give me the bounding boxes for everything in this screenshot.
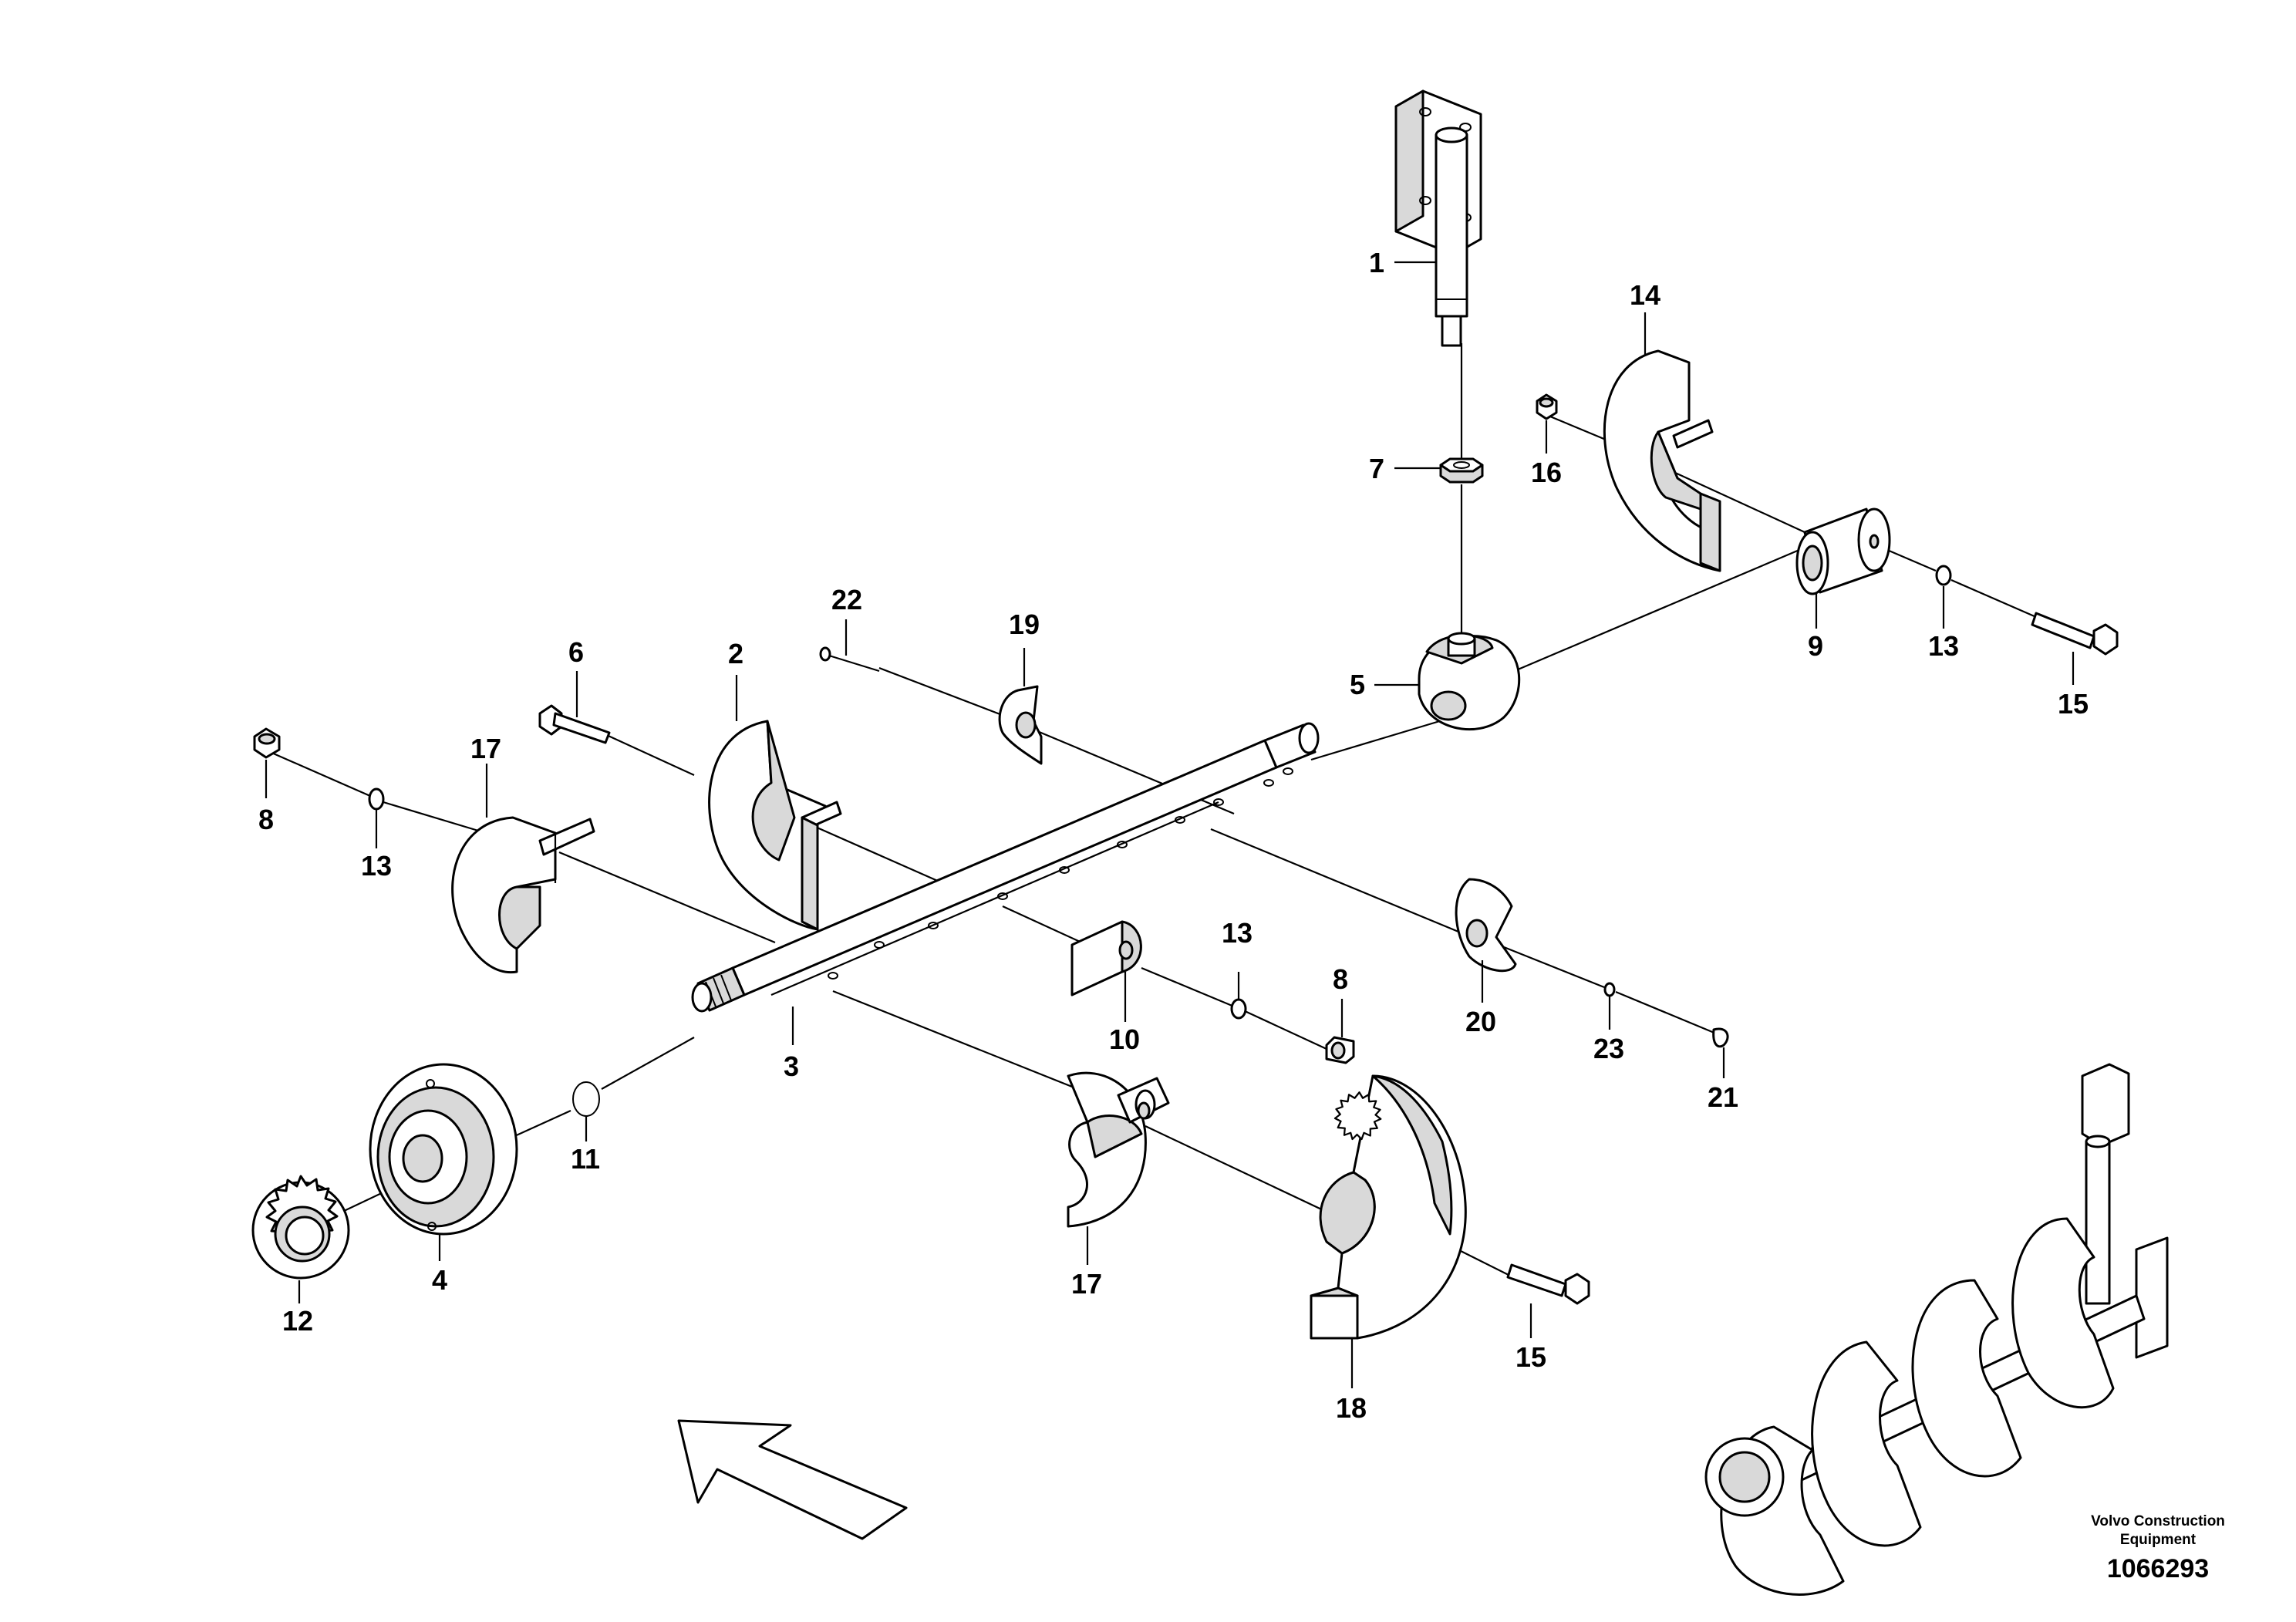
part-1-plate-tube [1394, 89, 1482, 347]
part-14-flight-segment [1603, 349, 1721, 572]
callout-4: 4 [432, 1264, 447, 1296]
callout-13-left: 13 [361, 850, 392, 882]
part-3-main-shaft [691, 722, 1320, 1013]
callout-leaders [265, 261, 2075, 1388]
part-15-bolt-upper [2031, 612, 2119, 656]
callout-numbers: 1 7 5 14 16 9 13 15 19 22 2 6 17 8 13 3 … [258, 247, 2089, 1424]
callout-14: 14 [1630, 279, 1660, 311]
part-18-large-flight-segment [1310, 1074, 1467, 1340]
callout-23: 23 [1593, 1033, 1624, 1064]
callout-13-right: 13 [1928, 630, 1959, 662]
part-9-spacer-sleeve [1795, 508, 1891, 595]
part-16-nut [1536, 393, 1558, 420]
callout-11: 11 [571, 1143, 600, 1175]
callout-9: 9 [1808, 630, 1823, 662]
brand-line-1: Volvo Construction [2091, 1513, 2225, 1529]
part-7-hex-nut [1439, 457, 1484, 484]
callout-16: 16 [1531, 457, 1562, 488]
callout-19: 19 [1009, 609, 1040, 640]
part-12-sprocket [251, 1175, 350, 1280]
part-4-flange-bearing [369, 1063, 518, 1236]
part-19-flight-piece [998, 685, 1043, 765]
part-5-hub [1418, 632, 1521, 730]
part-17-flight-segment-upper [451, 816, 595, 974]
part-22-long-bolt [819, 646, 880, 673]
assembled-view-inset [1333, 1063, 2169, 1596]
callout-8-right: 8 [1333, 963, 1348, 995]
direction-arrow [677, 1419, 908, 1540]
part-8-cap-nut-right [1325, 1036, 1355, 1064]
part-8-nut-left [253, 727, 281, 759]
part-15-bolt-lower [1506, 1263, 1590, 1305]
brand-line-2: Equipment [2120, 1532, 2197, 1548]
callout-13-middle: 13 [1222, 917, 1253, 949]
callout-22: 22 [831, 584, 862, 615]
callout-12: 12 [282, 1305, 313, 1337]
callout-21: 21 [1708, 1081, 1738, 1113]
callout-10: 10 [1109, 1023, 1140, 1055]
part-13-washers [368, 565, 1952, 1020]
callout-8-left: 8 [258, 804, 274, 835]
callout-1: 1 [1369, 247, 1384, 278]
callout-20: 20 [1465, 1006, 1496, 1037]
callout-15-lower: 15 [1515, 1341, 1546, 1373]
callout-17-lower: 17 [1071, 1268, 1102, 1300]
part-23-washer [1603, 982, 1616, 997]
callout-3: 3 [784, 1050, 799, 1082]
callout-18: 18 [1336, 1392, 1367, 1424]
callout-17-upper: 17 [470, 733, 501, 764]
part-11-circlip [572, 1081, 600, 1117]
part-2-flight-segment [708, 720, 842, 931]
part-17-flight-segment-lower [1067, 1071, 1170, 1228]
assembly-lines [269, 343, 2037, 1277]
callout-6: 6 [568, 636, 584, 668]
brand-block: Volvo Construction Equipment 1066293 [2091, 1513, 2225, 1583]
part-20-flight-piece [1455, 878, 1517, 973]
callout-7: 7 [1369, 453, 1384, 484]
callout-15-upper: 15 [2058, 688, 2089, 720]
callout-5: 5 [1350, 669, 1365, 700]
document-number: 1066293 [2107, 1554, 2209, 1583]
part-6-bolt [538, 704, 611, 744]
part-21-cap [1712, 1027, 1729, 1048]
part-10-half-sleeve [1070, 920, 1142, 996]
callout-2: 2 [728, 638, 743, 669]
